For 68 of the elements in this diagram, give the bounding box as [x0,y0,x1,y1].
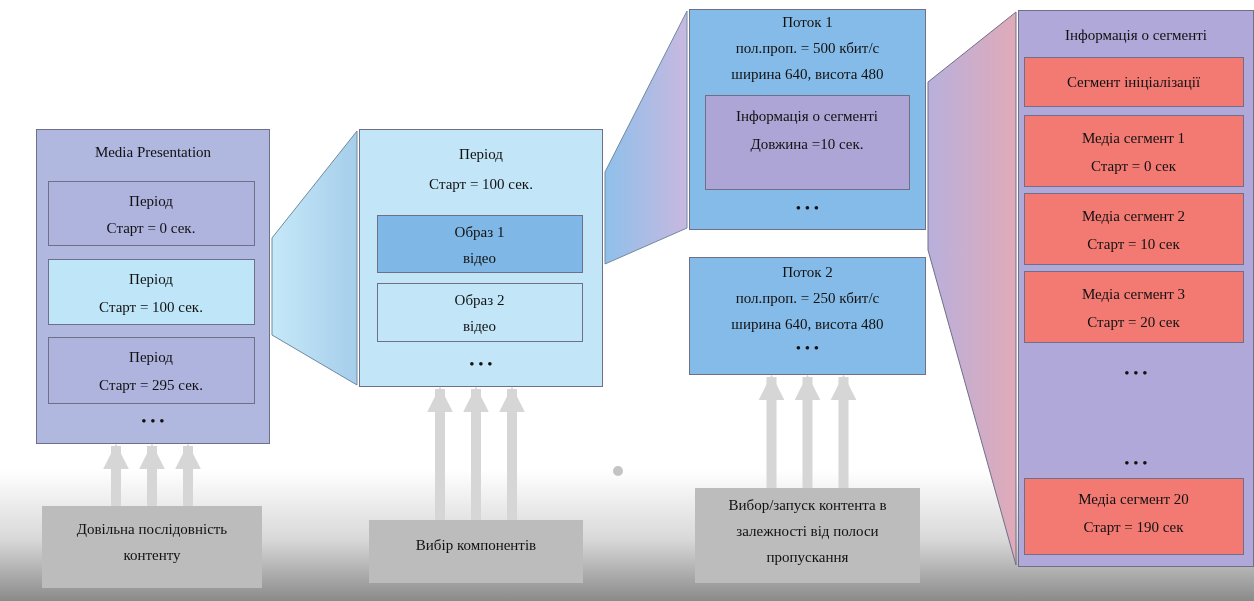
box-text: Вибір компонентів [414,536,538,555]
item-box [376,214,583,273]
box-text: Образ 2 [453,290,506,310]
box-text: Період [128,347,174,367]
box-text: ширина 640, висота 480 [730,65,885,84]
ellipsis: • • • [794,339,821,358]
box-text: Сегмент ініціалізації [1065,72,1202,92]
box-text: Старт = 10 сек [1086,234,1181,254]
box-text: відео [461,248,497,268]
box-text: Довільна послідовність контенту [75,520,229,565]
item-box [1023,270,1244,343]
item-box [1023,192,1244,265]
box-text: Старт = 295 сек. [98,375,204,395]
arrow [427,386,453,520]
box-text: Поток 1 [781,13,834,32]
box-text: Інформація о сегменті [1064,26,1208,45]
container-box [359,129,603,387]
box-text: Поток 2 [781,263,834,282]
box-text: Медіа сегмент 2 [1080,206,1187,226]
box-text: Довжина =10 сек. [749,134,865,154]
item-box [1023,114,1244,187]
box-text: Старт = 100 сек. [428,175,534,194]
item-box [704,94,910,190]
box-text: пол.проп. = 250 кбит/с [734,289,881,308]
box-text: Медіа сегмент 1 [1080,128,1187,148]
box-text: Вибор/запуск контента в залежності від полоси пропускання [727,496,888,567]
item-box [376,282,583,342]
item-box [47,180,255,246]
box-text: Період [128,191,174,211]
arrow [103,443,129,506]
arrow [758,374,785,488]
arrow [830,374,857,488]
box-text: Media Presentation [93,143,213,162]
arrow [139,443,165,506]
ellipsis: • • • [140,412,166,431]
box-text: Інформація о сегменті [735,106,879,126]
box-text: пол.проп. = 500 кбит/с [734,39,881,58]
arrow [175,443,201,506]
box-text: Період [458,145,504,164]
ellipsis: • • • [794,199,821,218]
caption-box [695,488,920,583]
item-box [47,258,255,325]
arrow [499,386,525,520]
stream-box [689,257,926,375]
ellipsis: • • • [1123,454,1149,473]
box-text: Медіа сегмент 20 [1077,489,1190,509]
box-text: Старт = 0 сек. [105,218,197,238]
box-text: Старт = 20 сек [1086,312,1181,332]
box-text: Старт = 100 сек. [98,297,204,317]
container-box [1018,10,1254,567]
box-text: ширина 640, висота 480 [730,315,885,334]
caption-box [42,506,262,588]
box-text: Медіа сегмент 3 [1080,284,1187,304]
caption-box [369,520,583,583]
box-text: Образ 1 [453,222,506,242]
box-text: Старт = 190 сек [1082,517,1185,537]
box-text: відео [461,316,497,336]
ellipsis: • • • [1123,364,1149,383]
box-text: Старт = 0 сек [1089,156,1178,176]
stream-box [689,9,926,230]
item-box [1023,56,1244,107]
ellipsis: • • • [468,355,494,374]
arrow [794,374,821,488]
arrow [463,386,489,520]
box-text: Період [128,269,174,289]
item-box [1023,477,1244,555]
item-box [47,336,255,404]
container-box [36,129,270,444]
